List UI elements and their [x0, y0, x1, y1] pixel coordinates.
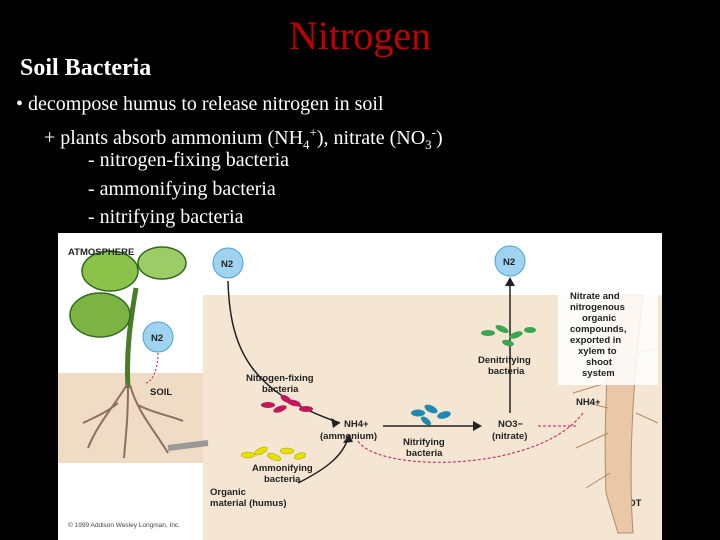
nitrifying-bacteria — [411, 404, 451, 426]
nitrifying-label: bacteria — [406, 448, 443, 459]
export-textbox — [558, 287, 658, 385]
sub-text-mid: ), nitrate (NO — [316, 126, 426, 149]
organic-material-label: material (humus) — [210, 498, 287, 509]
list-item-text: nitrogen-fixing bacteria — [99, 149, 290, 171]
sub-bullet-line: + plants absorb ammonium (NH4+), nitrate… — [44, 120, 443, 157]
atmosphere-label: ATMOSPHERE — [68, 247, 134, 258]
nitrogen-fixing-label: Nitrogen-fixing — [246, 373, 314, 384]
plant-illustration — [69, 246, 187, 459]
ammonifying-bacteria — [240, 446, 307, 461]
sub-bullet-text: plants absorb ammonium (NH4+), nitrate (… — [60, 124, 443, 152]
n2-label: N2 — [151, 333, 163, 344]
n2-icon: N2 — [212, 247, 244, 279]
sub-text-4: 4 — [303, 136, 310, 152]
nitrogen-fixing-bacteria — [261, 395, 313, 413]
denitrifying-label: bacteria — [488, 366, 525, 377]
section-heading: Soil Bacteria — [20, 55, 152, 81]
fixation-arrow — [227, 280, 341, 424]
denitrifying-label: Denitrifying — [478, 355, 531, 366]
export-line: system — [582, 368, 615, 379]
sub-text-pre: plants absorb ammonium (NH — [60, 126, 304, 149]
bullet-symbol: • — [16, 93, 24, 115]
ammonium-name: (ammonium) — [320, 431, 377, 442]
list-item-text: ammonifying bacteria — [99, 178, 276, 200]
bullet-text: decompose humus to release nitrogen in s… — [28, 93, 384, 115]
nitrogen-cycle-diagram: ATMOSPHERE SOIL ROOT N2 N2 N2 — [58, 245, 662, 540]
ammonifying-label: Ammonifying — [252, 463, 313, 474]
sub-text-3: 3 — [425, 136, 432, 152]
soil-n2-arrow — [145, 352, 159, 384]
export-line: Nitrate and — [570, 291, 620, 302]
bullet-line: • decompose humus to release nitrogen in… — [16, 92, 384, 116]
ammonium-formula: NH4+ — [344, 419, 369, 430]
arrowhead — [473, 421, 482, 431]
export-line: organic — [582, 313, 616, 324]
ammonium-uptake-arrow — [357, 412, 584, 463]
dash-symbol: - — [88, 178, 95, 200]
list-item-text: nitrifying bacteria — [99, 206, 244, 228]
nitrogen-cycle-figure: ATMOSPHERE SOIL ROOT N2 N2 N2 — [58, 233, 662, 540]
sub-text-end: ) — [436, 126, 443, 149]
dash-symbol: - — [88, 149, 95, 171]
n2-label: N2 — [221, 259, 233, 270]
list-item: - nitrogen-fixing bacteria — [88, 148, 289, 172]
root-nh4-label: NH4+ — [576, 397, 601, 408]
slide-title: Nitrogen — [288, 13, 432, 58]
copyright-text: © 1999 Addison Wesley Longman, Inc. — [68, 521, 180, 529]
dash-symbol: - — [88, 206, 95, 228]
export-line: nitrogenous — [570, 302, 625, 313]
sub-text-plus: + — [309, 124, 317, 139]
list-item: - ammonifying bacteria — [88, 177, 276, 201]
nitrate-formula: NO3− — [498, 419, 524, 430]
ammonifying-label: bacteria — [264, 474, 301, 485]
arrowhead — [343, 434, 353, 443]
export-line: xylem to — [578, 346, 617, 357]
n2-icon: N2 — [494, 245, 526, 277]
arrowhead — [331, 418, 340, 428]
denitrifying-bacteria — [481, 324, 536, 347]
nitrogen-fixing-label: bacteria — [262, 384, 299, 395]
soil-label: SOIL — [150, 387, 172, 398]
zoom-arrow — [167, 440, 209, 451]
export-line: exported in — [570, 335, 621, 346]
export-line: compounds, — [570, 324, 626, 335]
nitrifying-label: Nitrifying — [403, 437, 445, 448]
sub-text-minus: - — [431, 124, 437, 139]
nitrate-name: (nitrate) — [492, 431, 527, 442]
organic-material-label: Organic — [210, 487, 246, 498]
n2-label: N2 — [503, 257, 515, 268]
n2-icon: N2 — [142, 321, 174, 353]
sub-bullet-symbol: + — [44, 126, 56, 149]
export-line: shoot — [586, 357, 613, 368]
list-item: - nitrifying bacteria — [88, 205, 244, 229]
arrowhead — [505, 277, 515, 286]
